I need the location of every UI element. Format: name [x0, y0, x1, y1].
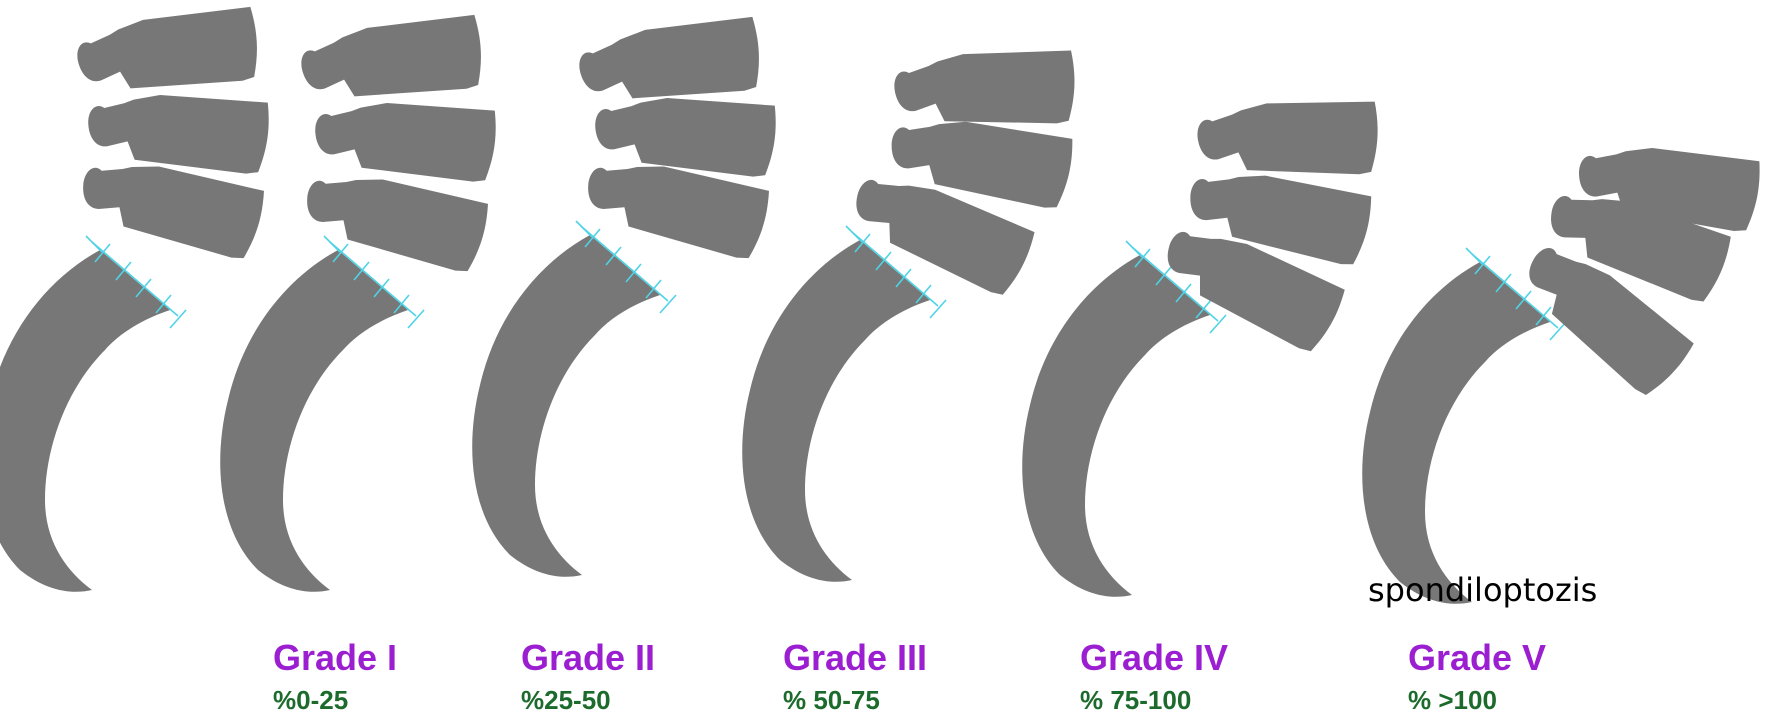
grade-2-percent: %25-50	[521, 685, 611, 715]
grade-4-label: Grade IV	[1080, 638, 1228, 678]
vertebra-1-l4	[86, 91, 270, 174]
sacrum-4	[742, 240, 930, 582]
sacrum-3	[472, 235, 660, 577]
sacrum-1	[0, 250, 170, 592]
vertebra-3-l4	[593, 94, 777, 177]
figure-grade-5	[1022, 100, 1379, 597]
vertebra-2-l4	[313, 99, 497, 182]
vertebra-5-l3	[1196, 100, 1379, 180]
grade-5-label: Grade V	[1408, 638, 1546, 678]
grade-3-label: Grade III	[783, 638, 927, 678]
figure-grade-3	[472, 15, 777, 577]
grade-5-percent: % >100	[1408, 685, 1497, 715]
grade-4-percent: % 75-100	[1080, 685, 1191, 715]
grade-2-label: Grade II	[521, 638, 655, 678]
spondyloptosis-label: spondiloptozis	[1368, 572, 1597, 608]
grade-3-percent: % 50-75	[783, 685, 880, 715]
sacrum-2	[220, 250, 408, 592]
figure-grade-6	[1362, 141, 1761, 604]
grade-1-label: Grade I	[273, 638, 397, 678]
figure-grade-2	[220, 13, 497, 592]
vertebra-4-l3	[893, 48, 1077, 131]
vertebra-1-l3	[73, 5, 262, 103]
vertebra-2-l3	[297, 13, 486, 111]
sacrum-6	[1362, 262, 1550, 604]
sacrum-5	[1022, 255, 1210, 597]
grade-1-percent: %0-25	[273, 685, 348, 715]
